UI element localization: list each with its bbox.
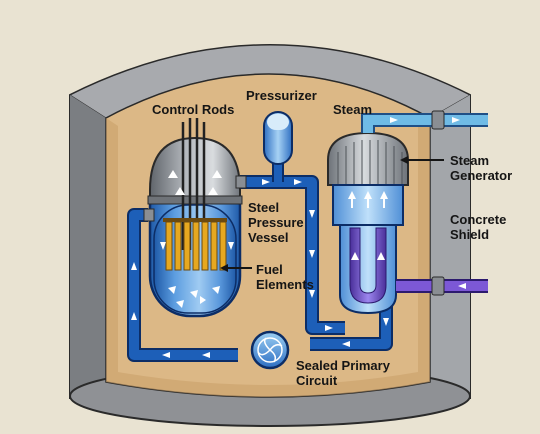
steam-rise-arrows bbox=[348, 191, 388, 260]
steam-generator bbox=[327, 131, 409, 315]
coolant-flow-arrows bbox=[160, 170, 234, 308]
feedwater-inlet-pipe bbox=[396, 276, 488, 296]
steel-pressure-vessel-label: Steel Pressure Vessel bbox=[248, 200, 304, 245]
pressurizer-label: Pressurizer bbox=[246, 88, 317, 103]
fuel-elements-line-2: Elements bbox=[256, 277, 314, 292]
steel-pressure-vessel-line-1: Steel bbox=[248, 200, 280, 215]
pressurizer bbox=[263, 111, 293, 165]
control-rods-label: Control Rods bbox=[152, 102, 235, 117]
steel-pressure-vessel-line-2: Pressure bbox=[248, 215, 304, 230]
primary-flow-arrows bbox=[131, 179, 389, 358]
steam-generator-label: Steam Generator bbox=[450, 153, 512, 183]
fuel-elements-label: Fuel Elements bbox=[256, 262, 314, 292]
fuel-elements bbox=[163, 218, 227, 271]
steel-pressure-vessel-line-3: Vessel bbox=[248, 230, 289, 245]
steam-generator-line-1: Steam bbox=[450, 153, 490, 168]
circulation-pump bbox=[250, 330, 290, 370]
sealed-primary-circuit-line-1: Sealed Primary bbox=[296, 358, 390, 373]
steam-generator-line-2: Generator bbox=[450, 168, 513, 183]
steam-outlet-pipe bbox=[361, 110, 488, 133]
fuel-elements-line-1: Fuel bbox=[256, 262, 283, 277]
steam-label: Steam bbox=[333, 102, 373, 117]
concrete-shield-label: Concrete Shield bbox=[450, 212, 506, 242]
concrete-shield-line-1: Concrete bbox=[450, 212, 507, 227]
sealed-primary-circuit-line-2: Circuit bbox=[296, 373, 338, 388]
concrete-shield-line-2: Shield bbox=[450, 227, 490, 242]
label-pointers bbox=[220, 156, 444, 272]
sealed-primary-circuit-label: Sealed Primary Circuit bbox=[296, 358, 390, 388]
